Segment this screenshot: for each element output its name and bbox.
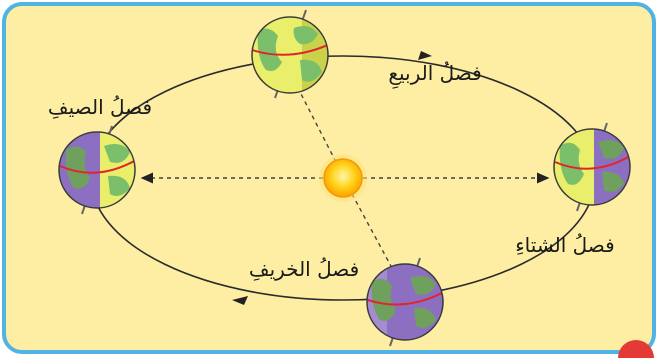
winter-label: فصلُ الشتاءِ	[515, 233, 614, 257]
autumn-label: فصلُ الخريفِ	[249, 257, 359, 281]
spring-label: فصلُ الربيعِ	[388, 61, 481, 89]
sun-icon	[319, 154, 367, 202]
summer-label: فصلُ الصيفِ	[48, 95, 152, 119]
